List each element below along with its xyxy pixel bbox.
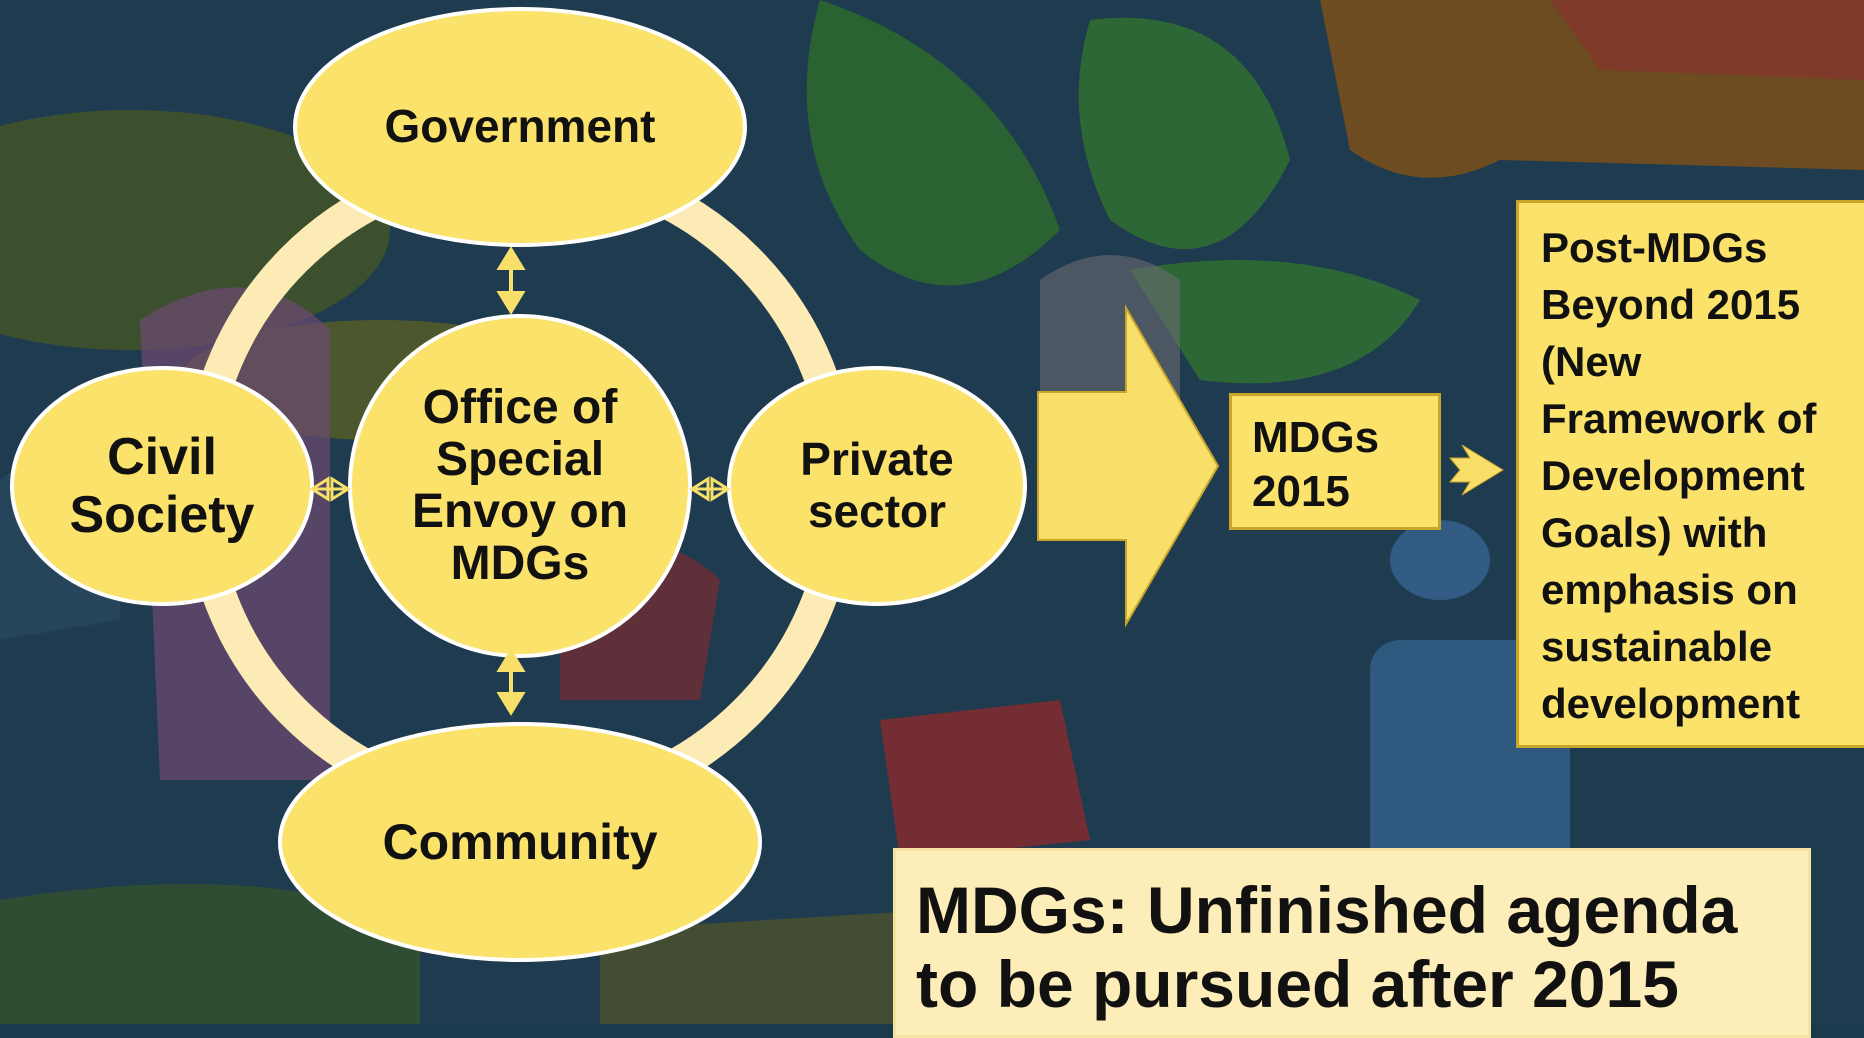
double-arrow-top bbox=[496, 246, 526, 315]
small-right-arrow bbox=[1448, 444, 1504, 496]
government-label: Government bbox=[384, 100, 656, 153]
community-ellipse bbox=[278, 722, 762, 962]
community-label: Community bbox=[382, 814, 658, 870]
big-right-arrow bbox=[1037, 304, 1220, 628]
civil-society-label: Civil Society bbox=[69, 427, 255, 544]
government-ellipse bbox=[293, 7, 747, 247]
double-arrow-bottom bbox=[496, 648, 526, 716]
office-envoy-label: Office of Special Envoy on MDGs bbox=[411, 381, 629, 590]
civil-society-ellipse bbox=[10, 366, 314, 606]
private-sector-ellipse bbox=[727, 366, 1027, 606]
double-arrow-right bbox=[689, 476, 731, 502]
office-envoy-circle bbox=[348, 314, 692, 658]
caption-box: MDGs: Unfinished agenda to be pursued af… bbox=[893, 848, 1811, 1038]
post-mdgs-box: Post-MDGs Beyond 2015 (New Framework of … bbox=[1516, 200, 1864, 748]
private-sector-label: Private sector bbox=[800, 433, 954, 537]
double-arrow-left bbox=[309, 476, 351, 502]
mdgs-2015-box: MDGs 2015 bbox=[1229, 393, 1441, 530]
